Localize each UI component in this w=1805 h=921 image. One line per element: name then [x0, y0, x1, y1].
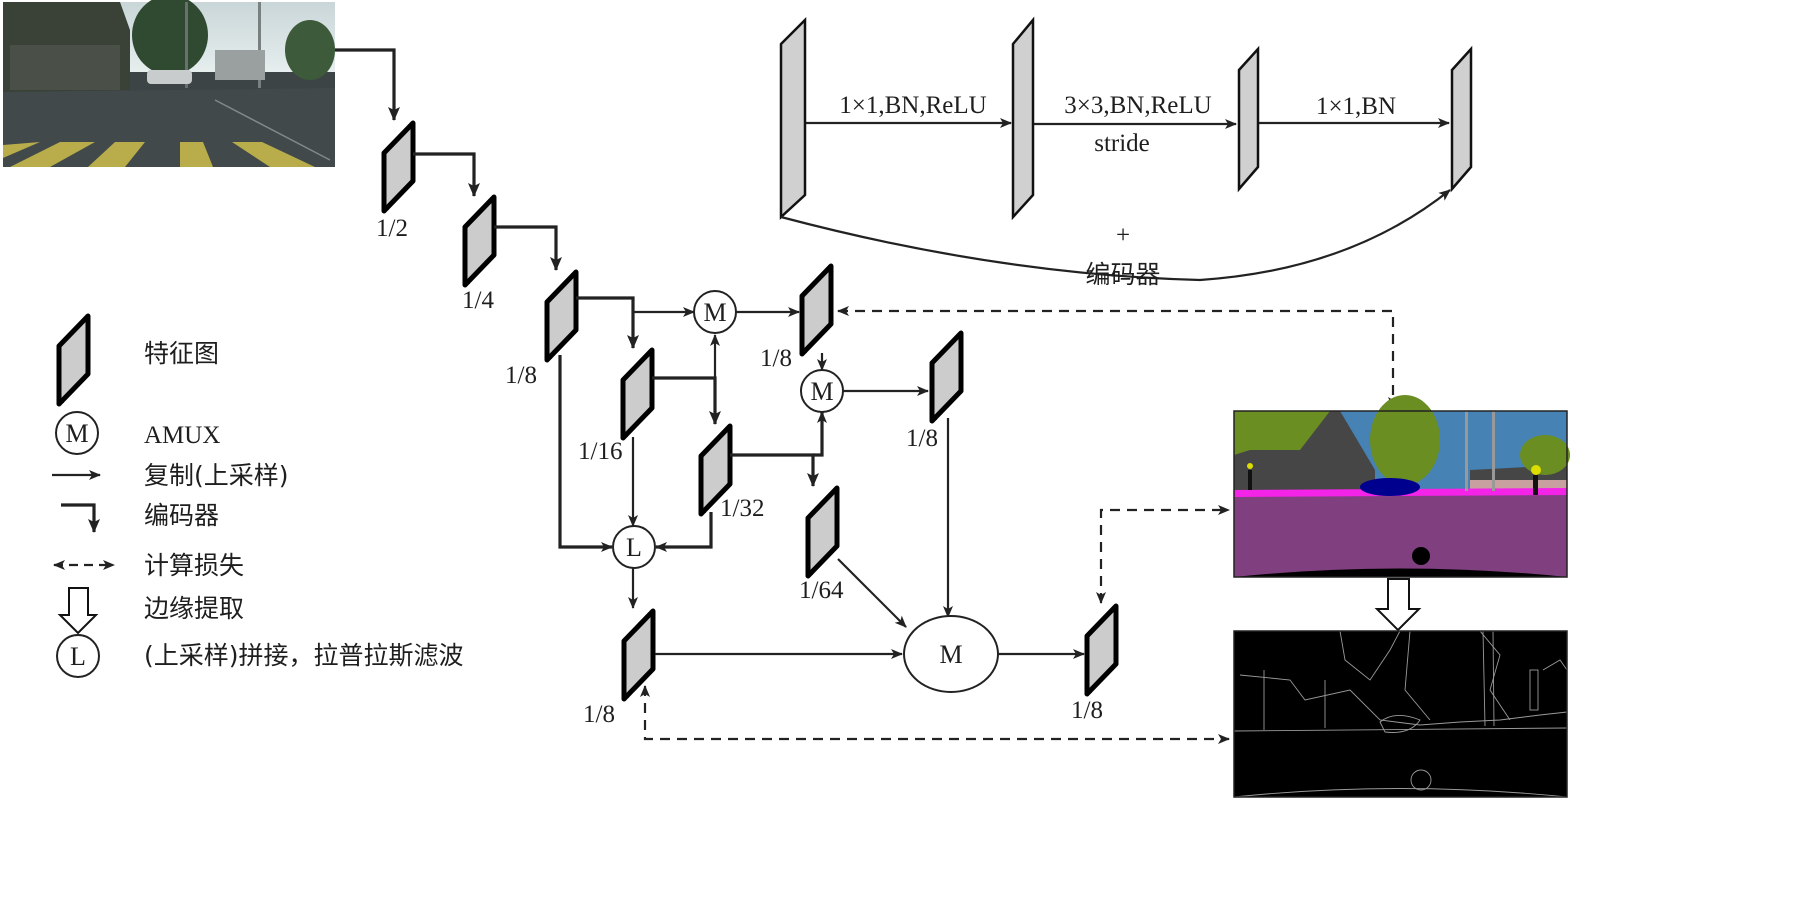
scale-label: 1/4 [462, 287, 494, 314]
encoder-block: 1×1,BN,ReLU 3×3,BN,ReLU stride 1×1,BN + … [779, 16, 1473, 289]
encoder-plane-1 [779, 16, 807, 220]
encoder-op-3: 1×1,BN [1316, 93, 1396, 120]
encoder-title: 编码器 [1085, 260, 1160, 289]
svg-text:M: M [65, 419, 88, 448]
encoder-plane-4 [1450, 45, 1473, 193]
hollow-down-arrow-icon [57, 587, 99, 635]
svg-text:L: L [626, 533, 642, 562]
svg-text:M: M [703, 298, 726, 327]
amux-node-mid: M [800, 369, 844, 413]
legend-label: (上采样)拼接，拉普拉斯滤波 [144, 641, 464, 670]
legend: 特征图 M AMUX 复制(上采样) 编码器 计算损失 边缘提取 L (上采样)… [52, 313, 464, 678]
feature-maps [381, 120, 1119, 702]
feature-map-1-4 [462, 194, 497, 288]
edge-image [1233, 630, 1568, 798]
feature-map-final-out [1084, 603, 1119, 697]
laplacian-node: L [612, 525, 656, 569]
scale-label: 1/8 [583, 701, 615, 728]
feature-map-amux-top-out [799, 263, 834, 357]
edge-extraction-arrow [1374, 578, 1422, 632]
scale-label: 1/16 [578, 438, 622, 465]
svg-text:M: M [939, 640, 962, 669]
svg-text:L: L [70, 642, 86, 671]
legend-label: 计算损失 [144, 551, 244, 580]
encoder-plane-3 [1237, 45, 1260, 193]
legend-label: 编码器 [144, 501, 219, 530]
laplacian-node-icon: L [56, 634, 100, 678]
scale-label: 1/64 [799, 577, 844, 604]
amux-node-top: M [693, 290, 737, 334]
amux-node-final: M [903, 615, 999, 693]
legend-label: AMUX [144, 422, 220, 449]
legend-label: 边缘提取 [144, 594, 244, 623]
feature-map-lap-out [621, 608, 656, 702]
feature-map-1-64 [805, 485, 840, 579]
feature-map-amux-mid-out [929, 330, 964, 424]
encoder-op-2-stride: stride [1094, 130, 1150, 157]
feature-map-1-8 [544, 269, 579, 363]
feature-map-icon [56, 313, 91, 407]
scale-label: 1/2 [376, 215, 408, 242]
residual-plus: + [1116, 222, 1130, 249]
svg-text:M: M [810, 377, 833, 406]
copy-arrows [558, 307, 1085, 659]
scale-label: 1/8 [1071, 697, 1103, 724]
scale-label: 1/8 [505, 362, 537, 389]
feature-map-1-16 [620, 347, 655, 441]
encoder-op-1: 1×1,BN,ReLU [839, 92, 986, 119]
encoder-plane-2 [1011, 16, 1035, 221]
scale-label: 1/8 [760, 345, 792, 372]
legend-label: 复制(上采样) [144, 461, 289, 490]
scale-label: 1/32 [720, 495, 764, 522]
feature-map-1-32 [698, 423, 733, 517]
encoder-arrows [335, 48, 819, 487]
segmentation-image [1233, 395, 1570, 578]
feature-map-1-2 [381, 120, 416, 214]
amux-node-icon: M [55, 411, 99, 455]
encoder-op-2: 3×3,BN,ReLU [1064, 92, 1211, 119]
scale-label: 1/8 [906, 425, 938, 452]
loss-arrows [640, 306, 1398, 744]
encoder-arrow-icon [61, 503, 100, 533]
input-image [3, 0, 335, 167]
legend-label: 特征图 [144, 339, 219, 368]
